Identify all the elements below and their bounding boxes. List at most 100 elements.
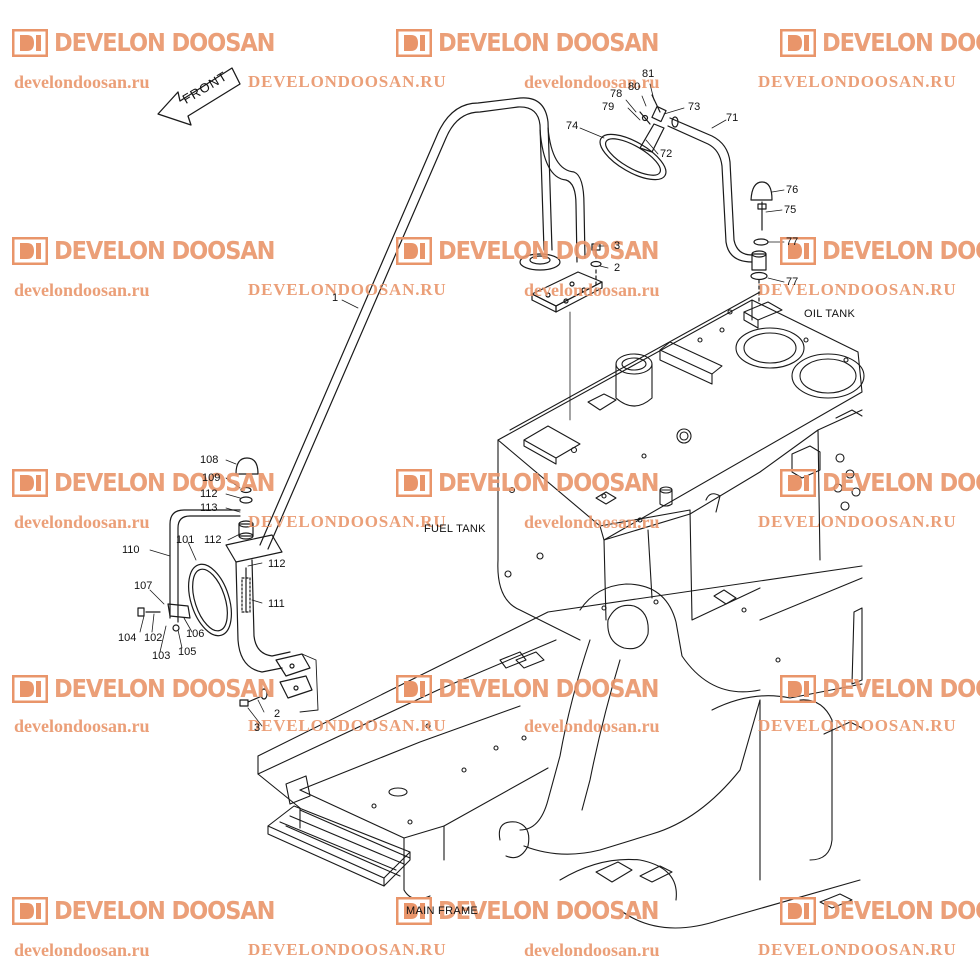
watermark-brand: DEVELON DOOSAN: [54, 896, 276, 925]
watermark-logo: DEVELON DOOSAN: [12, 468, 299, 497]
part-number-label: 76: [786, 184, 799, 196]
part-number-label: 103: [152, 650, 171, 662]
part-number-label: 102: [144, 632, 163, 644]
watermark-logo: DEVELON DOOSAN: [12, 28, 299, 57]
watermark-brand: DEVELON DOOSAN: [822, 468, 980, 497]
watermark-url: develondoosan.ru: [14, 940, 150, 960]
part-number-label: 104: [118, 632, 137, 644]
watermark-url: develondoosan.ru: [14, 716, 150, 736]
watermark-brand: DEVELON DOOSAN: [822, 896, 980, 925]
part-number-label: 73: [688, 101, 701, 113]
watermark-url: develondoosan.ru: [524, 72, 660, 92]
watermark-url: DEVELONDOOSAN.RU: [758, 512, 957, 531]
oil-tank-label: OIL TANK: [804, 308, 856, 320]
watermark-brand: DEVELON DOOSAN: [438, 674, 660, 703]
watermark-logo: DEVELON DOOSAN: [780, 28, 980, 57]
watermark-brand: DEVELON DOOSAN: [438, 236, 660, 265]
watermark-logo: DEVELON DOOSAN: [396, 896, 683, 925]
watermark-logo: DEVELON DOOSAN: [12, 896, 299, 925]
bolt-washer-lower: [239, 688, 268, 707]
part-number-label: 3: [614, 240, 621, 252]
part-number-label: 2: [274, 708, 281, 720]
watermark-url: DEVELONDOOSAN.RU: [248, 940, 447, 959]
watermark-brand: DEVELON DOOSAN: [54, 28, 276, 57]
watermark-url: develondoosan.ru: [524, 940, 660, 960]
fuel-tank-label: FUEL TANK: [424, 523, 486, 535]
bolt-washer-top: [590, 243, 602, 291]
watermark-brand: DEVELON DOOSAN: [438, 468, 660, 497]
watermark-url: develondoosan.ru: [524, 512, 660, 532]
pipe-cap-assembly: [750, 181, 773, 305]
brand-logo-icon: [12, 28, 48, 57]
brand-logo-icon: [396, 674, 432, 703]
part-number-label: 108: [200, 454, 219, 466]
part-number-label: 71: [726, 112, 739, 124]
brand-logo-icon: [780, 674, 816, 703]
brand-logo-icon: [12, 674, 48, 703]
watermark-url: develondoosan.ru: [14, 280, 150, 300]
watermark-brand: DEVELON DOOSAN: [822, 28, 980, 57]
part-number-label: 113: [200, 502, 218, 514]
brand-logo-icon: [12, 236, 48, 265]
handrail-pipe: [259, 97, 586, 550]
brand-logo-icon: [396, 28, 432, 57]
part-number-label: 77: [786, 236, 799, 248]
part-number-label: 1: [332, 292, 339, 304]
watermark-logo: DEVELON DOOSAN: [396, 468, 683, 497]
part-number-label: 111: [268, 598, 285, 610]
watermark-brand: DEVELON DOOSAN: [438, 896, 660, 925]
watermark-brand: DEVELON DOOSAN: [438, 28, 660, 57]
part-number-label: 112: [200, 488, 218, 500]
part-number-label: 3: [254, 722, 261, 734]
watermark-url: DEVELONDOOSAN.RU: [758, 940, 957, 959]
front-arrow-icon: [157, 67, 241, 126]
brand-logo-icon: [396, 236, 432, 265]
brand-logo-icon: [396, 468, 432, 497]
watermark-url: DEVELONDOOSAN.RU: [758, 716, 957, 735]
part-number-label: 112: [204, 534, 222, 546]
watermark-logo: DEVELON DOOSAN: [780, 468, 980, 497]
part-number-label: 110: [122, 544, 140, 556]
part-number-label: 72: [660, 148, 673, 160]
watermark-logo: DEVELON DOOSAN: [396, 236, 683, 265]
part-number-label: 75: [784, 204, 797, 216]
left-mirror-bracket: [225, 457, 319, 713]
part-number-label: 109: [202, 472, 221, 484]
watermark-url: DEVELONDOOSAN.RU: [248, 72, 447, 91]
watermark-brand: DEVELON DOOSAN: [54, 674, 276, 703]
part-number-label: 107: [134, 580, 153, 592]
watermark-brand: DEVELON DOOSAN: [54, 468, 276, 497]
watermark-logo: DEVELON DOOSAN: [780, 674, 980, 703]
part-number-label: 81: [642, 68, 655, 80]
brand-logo-icon: [780, 468, 816, 497]
mirror-stay-pipe: [667, 116, 753, 263]
watermark-url: develondoosan.ru: [524, 716, 660, 736]
watermark-url: develondoosan.ru: [14, 72, 150, 92]
watermark-brand: DEVELON DOOSAN: [822, 236, 980, 265]
watermark-url: DEVELONDOOSAN.RU: [248, 280, 447, 299]
leader-lines: [139, 83, 785, 727]
brand-logo-icon: [396, 896, 432, 925]
part-number-label: 112: [268, 558, 286, 570]
part-number-label: 79: [602, 101, 615, 113]
brand-logo-icon: [12, 896, 48, 925]
tank-body: [497, 291, 865, 669]
part-number-label: 106: [186, 628, 205, 640]
watermark-logo: DEVELON DOOSAN: [780, 236, 980, 265]
watermark-url: DEVELONDOOSAN.RU: [758, 280, 957, 299]
part-number-label: 101: [176, 534, 195, 546]
brand-logo-icon: [780, 896, 816, 925]
watermark-url: develondoosan.ru: [524, 280, 660, 300]
mounting-plate: [531, 271, 603, 421]
watermark-brand: DEVELON DOOSAN: [822, 674, 980, 703]
watermark-logo: DEVELON DOOSAN: [396, 674, 683, 703]
watermark-url: DEVELONDOOSAN.RU: [758, 72, 957, 91]
brand-logo-icon: [780, 28, 816, 57]
watermark-brand: DEVELON DOOSAN: [54, 236, 276, 265]
brand-logo-icon: [780, 236, 816, 265]
part-number-label: 77: [786, 276, 799, 288]
upper-mirror: [599, 94, 667, 181]
part-number-label: 80: [628, 81, 641, 93]
